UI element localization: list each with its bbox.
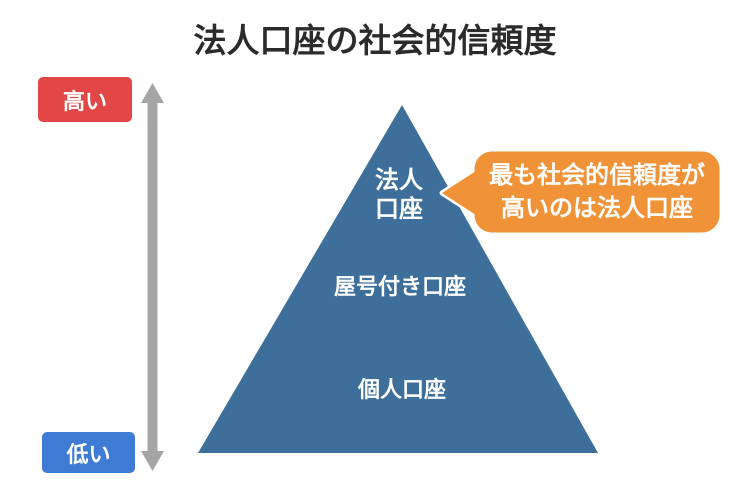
- high-label-badge: 高い: [38, 77, 132, 122]
- pyramid-level-tradename-account: 屋号付き口座: [333, 274, 467, 299]
- diagram-title: 法人口座の社会的信頼度: [193, 22, 557, 59]
- callout-text: 最も社会的信頼度が 高いのは法人口座: [489, 162, 705, 222]
- low-label-badge: 低い: [42, 432, 135, 473]
- vertical-double-arrow-icon: [141, 83, 164, 471]
- callout-bubble: [439, 146, 725, 238]
- pyramid-triangle: [198, 105, 598, 453]
- pyramid-level-corporate-account: 法人 口座: [375, 167, 423, 223]
- pyramid-level-personal-account: 個人口座: [357, 377, 447, 402]
